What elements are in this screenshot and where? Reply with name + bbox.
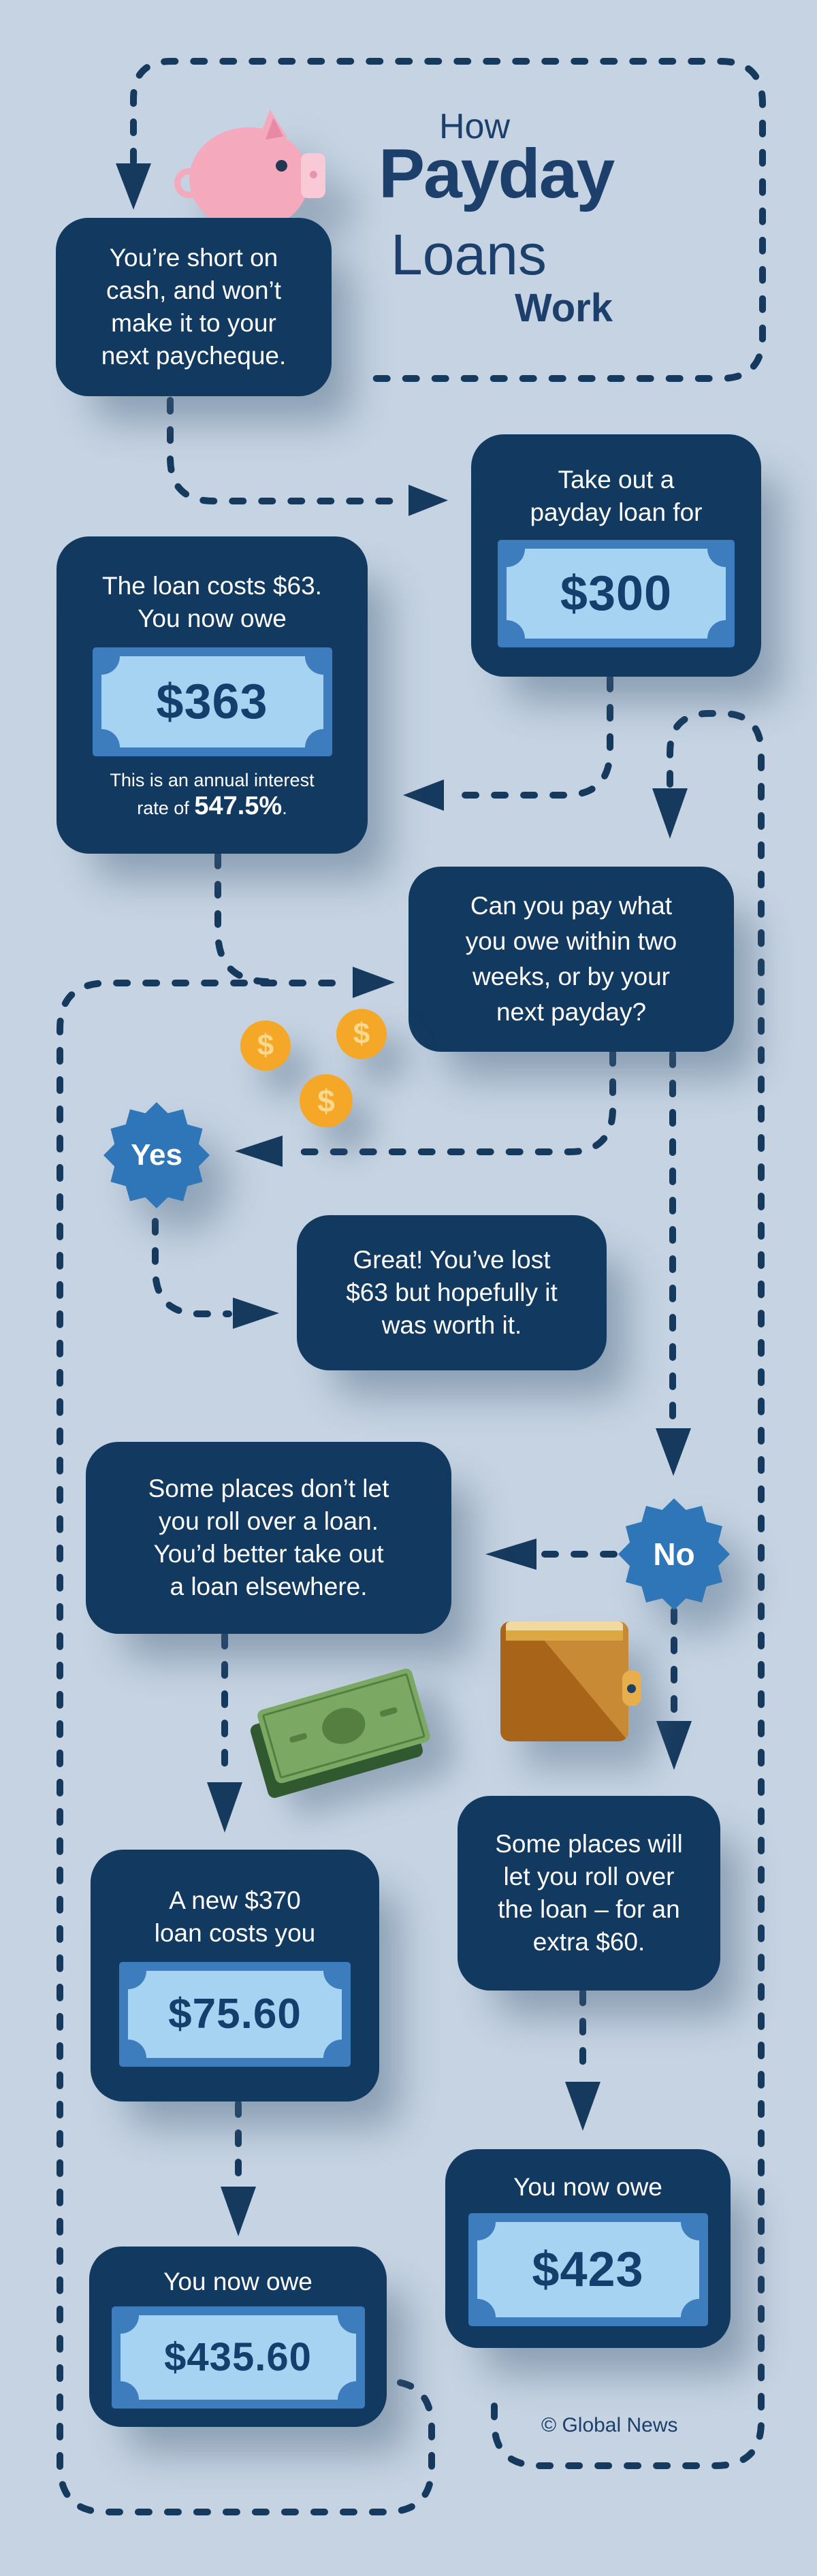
banknote-graphic: $423 bbox=[468, 2213, 708, 2326]
interest-line: This is an annual interest bbox=[110, 769, 315, 790]
box-text-line: You now owe bbox=[163, 2267, 313, 2296]
path-a-to-b bbox=[167, 397, 409, 504]
banknote-graphic: $363 bbox=[92, 647, 332, 756]
banknote-graphic: $300 bbox=[498, 540, 735, 647]
path-b-to-c bbox=[445, 675, 613, 799]
path-q-to-yes bbox=[283, 1049, 616, 1155]
box-text-line: Some places will bbox=[495, 1830, 683, 1858]
box-text-line: $63 but hopefully it bbox=[346, 1278, 558, 1306]
box-text-line: You’re short on bbox=[109, 244, 278, 272]
banknote-value: $363 bbox=[156, 674, 268, 729]
box-text-line: Can you pay what bbox=[470, 892, 673, 920]
box-text-line: you roll over a loan. bbox=[159, 1507, 379, 1535]
banknote-value: $300 bbox=[560, 566, 673, 621]
box-owe-423: You now owe $423 bbox=[445, 2149, 731, 2348]
box-text-line: was worth it. bbox=[381, 1311, 522, 1339]
arrow-into-q-top bbox=[652, 788, 688, 839]
box-text-line: weeks, or by your bbox=[472, 963, 670, 991]
path-right-frame bbox=[491, 710, 765, 2469]
arrow-into-h bbox=[221, 2187, 256, 2236]
title-loans: Loans bbox=[391, 223, 547, 287]
box-no-rollover: Some places don’t let you roll over a lo… bbox=[86, 1442, 451, 1634]
interest-note: This is an annual interest rate of 547.5… bbox=[110, 767, 314, 821]
box-text-line: you owe within two bbox=[465, 927, 677, 955]
box-text-line: next payday? bbox=[496, 998, 647, 1026]
box-great: Great! You’ve lost $63 but hopefully it … bbox=[297, 1215, 607, 1370]
box-text-line: A new $370 bbox=[169, 1886, 301, 1914]
box-text-line: extra $60. bbox=[532, 1928, 645, 1956]
no-badge-label: No bbox=[653, 1536, 695, 1572]
arrow-into-c bbox=[403, 779, 444, 811]
arrow-into-f bbox=[656, 1721, 692, 1770]
box-loan-costs: The loan costs $63. You now owe $363 Thi… bbox=[57, 536, 368, 854]
box-text-line: You’d better take out bbox=[153, 1540, 384, 1568]
box-rollover: Some places will let you roll over the l… bbox=[458, 1796, 720, 1991]
rate-prefix: rate of bbox=[137, 797, 195, 818]
arrow-into-g bbox=[565, 2082, 600, 2131]
box-new-loan: A new $370 loan costs you $75.60 bbox=[91, 1850, 379, 2102]
coin-symbol: $ bbox=[257, 1029, 274, 1062]
rate-suffix: . bbox=[282, 797, 287, 818]
coin-icon: $ bbox=[240, 1020, 291, 1071]
coin-symbol: $ bbox=[353, 1017, 370, 1050]
interest-rate-line: rate of 547.5%. bbox=[110, 793, 314, 821]
banknote-value: $423 bbox=[532, 2242, 644, 2297]
box-text-line: a loan elsewhere. bbox=[170, 1573, 368, 1600]
box-short-on-cash: You’re short on cash, and won’t make it … bbox=[56, 218, 332, 396]
arrow-into-e bbox=[207, 1782, 242, 1833]
wallet-icon bbox=[500, 1612, 641, 1752]
box-owe-435: You now owe $435.60 bbox=[89, 2247, 387, 2427]
box-text-line: the loan – for an bbox=[498, 1895, 680, 1923]
path-c-exit bbox=[214, 852, 270, 985]
box-text-line: cash, and won’t bbox=[106, 276, 282, 304]
arrow-into-great bbox=[233, 1298, 279, 1329]
box-take-out-loan: Take out a payday loan for $300 bbox=[471, 434, 761, 677]
box-text-line: Some places don’t let bbox=[148, 1475, 389, 1502]
box-text-line: next paycheque. bbox=[101, 342, 287, 370]
path-yes-to-great bbox=[152, 1218, 232, 1317]
arrow-into-no bbox=[656, 1428, 691, 1476]
box-text-line: You now owe bbox=[138, 604, 287, 632]
banknote-value: $75.60 bbox=[168, 1991, 302, 2038]
box-text-line: loan costs you bbox=[154, 1919, 316, 1947]
rate-value: 547.5% bbox=[194, 791, 283, 820]
path-left-loop bbox=[57, 980, 435, 2515]
banknote-graphic: $75.60 bbox=[119, 1962, 351, 2067]
banknote-value: $435.60 bbox=[164, 2334, 312, 2379]
title-payday: Payday bbox=[379, 135, 615, 212]
arrow-into-b bbox=[408, 485, 448, 516]
credit-text: © Global News bbox=[541, 2414, 678, 2436]
arrow-into-d bbox=[485, 1539, 536, 1570]
title-how: How bbox=[439, 107, 511, 146]
arrow-into-yes bbox=[235, 1136, 283, 1167]
box-text-line: The loan costs $63. bbox=[102, 571, 322, 600]
box-text-line: You now owe bbox=[513, 2173, 662, 2201]
box-text-line: let you roll over bbox=[503, 1863, 675, 1890]
box-text-line: Great! You’ve lost bbox=[353, 1246, 551, 1274]
arrow-into-a bbox=[116, 163, 151, 210]
box-question: Can you pay what you owe within two week… bbox=[408, 867, 734, 1052]
coin-symbol: $ bbox=[317, 1083, 335, 1118]
box-text-line: make it to your bbox=[111, 309, 276, 337]
box-text-line: Take out a bbox=[558, 466, 675, 494]
title-work: Work bbox=[515, 286, 613, 330]
coin-icon: $ bbox=[336, 1009, 387, 1059]
banknote-graphic: $435.60 bbox=[111, 2306, 365, 2409]
title-frame-path bbox=[130, 58, 766, 382]
box-text-line: payday loan for bbox=[530, 498, 703, 526]
arrow-into-q-left bbox=[353, 967, 395, 998]
coin-icon: $ bbox=[300, 1074, 353, 1127]
yes-badge-label: Yes bbox=[131, 1138, 182, 1172]
